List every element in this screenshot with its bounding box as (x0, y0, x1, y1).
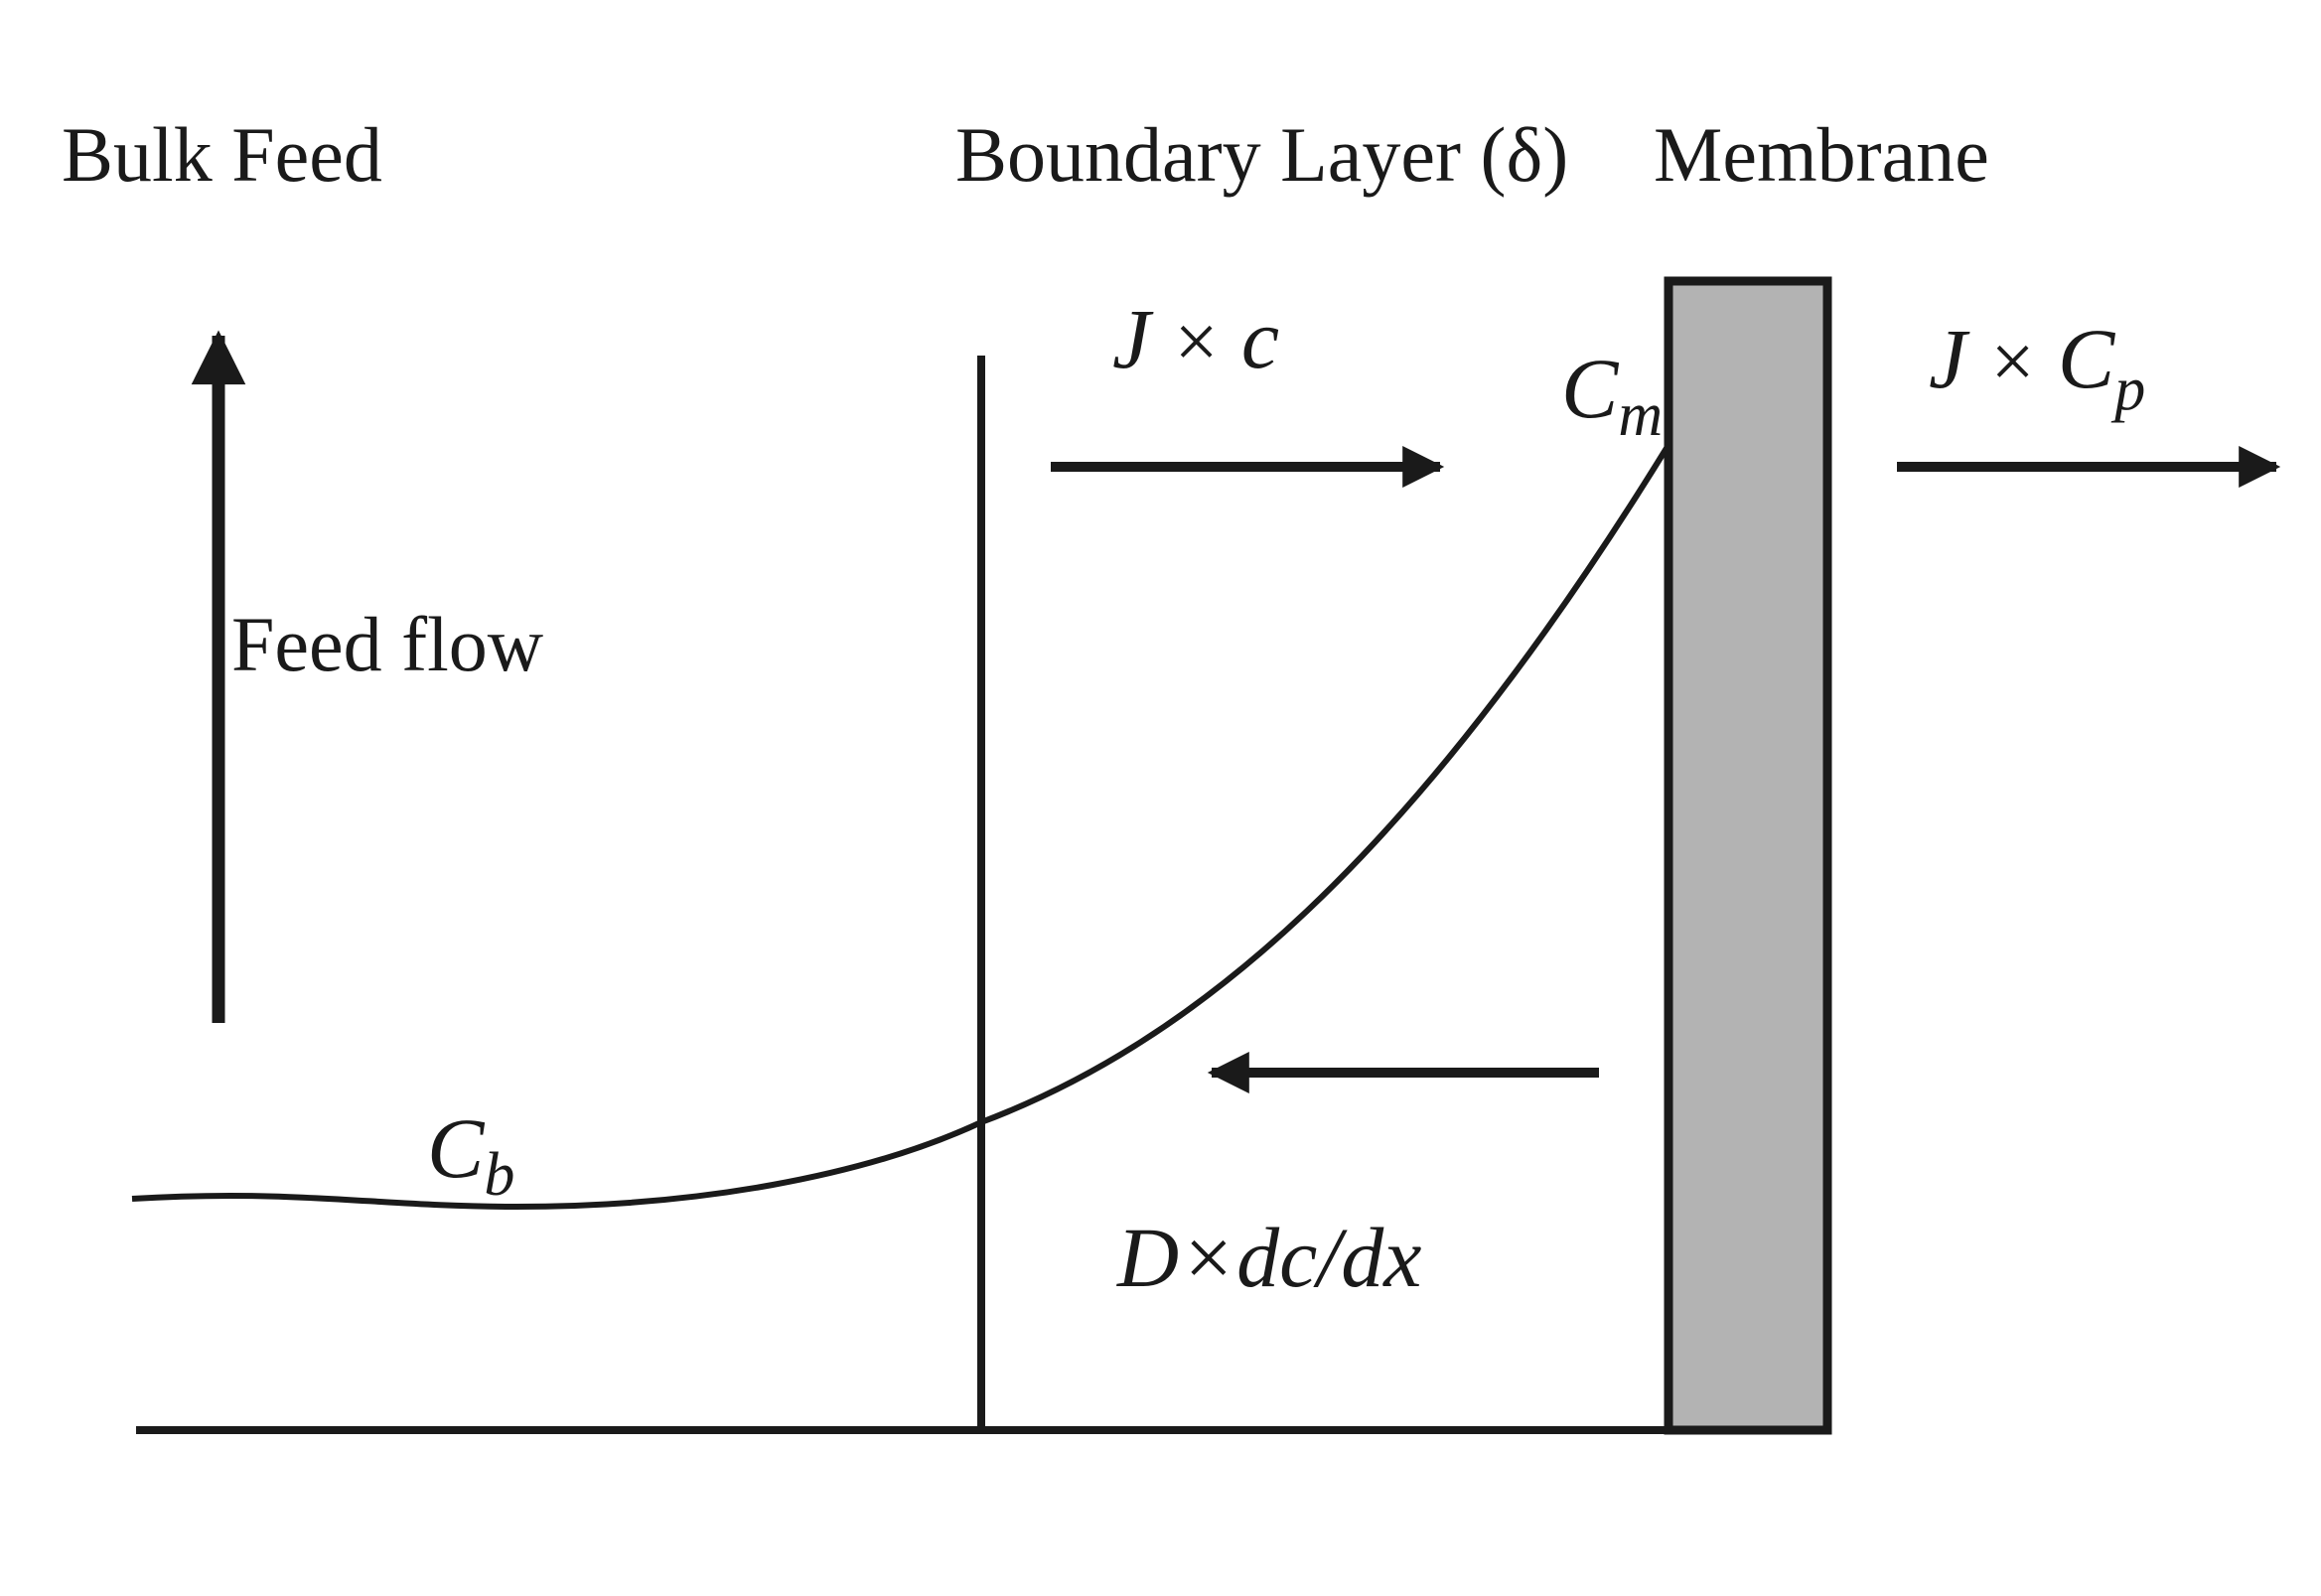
boundary-layer-label: Boundary Layer (δ) (955, 111, 1568, 198)
convective-flux-label: J × c (1112, 291, 1279, 386)
membrane-label: Membrane (1654, 111, 1989, 198)
permeate-flux-label: J × Cp (1929, 311, 2145, 423)
bulk-feed-label: Bulk Feed (62, 111, 382, 198)
bulk-concentration-label: Cb (427, 1100, 514, 1209)
feed-flow-label: Feed flow (231, 601, 543, 687)
back-diffusion-label: D×dc/dx (1116, 1210, 1421, 1305)
membrane-concentration-label: Cm (1561, 341, 1663, 449)
membrane-block (1664, 276, 1832, 1435)
concentration-profile-curve (131, 443, 1671, 1211)
